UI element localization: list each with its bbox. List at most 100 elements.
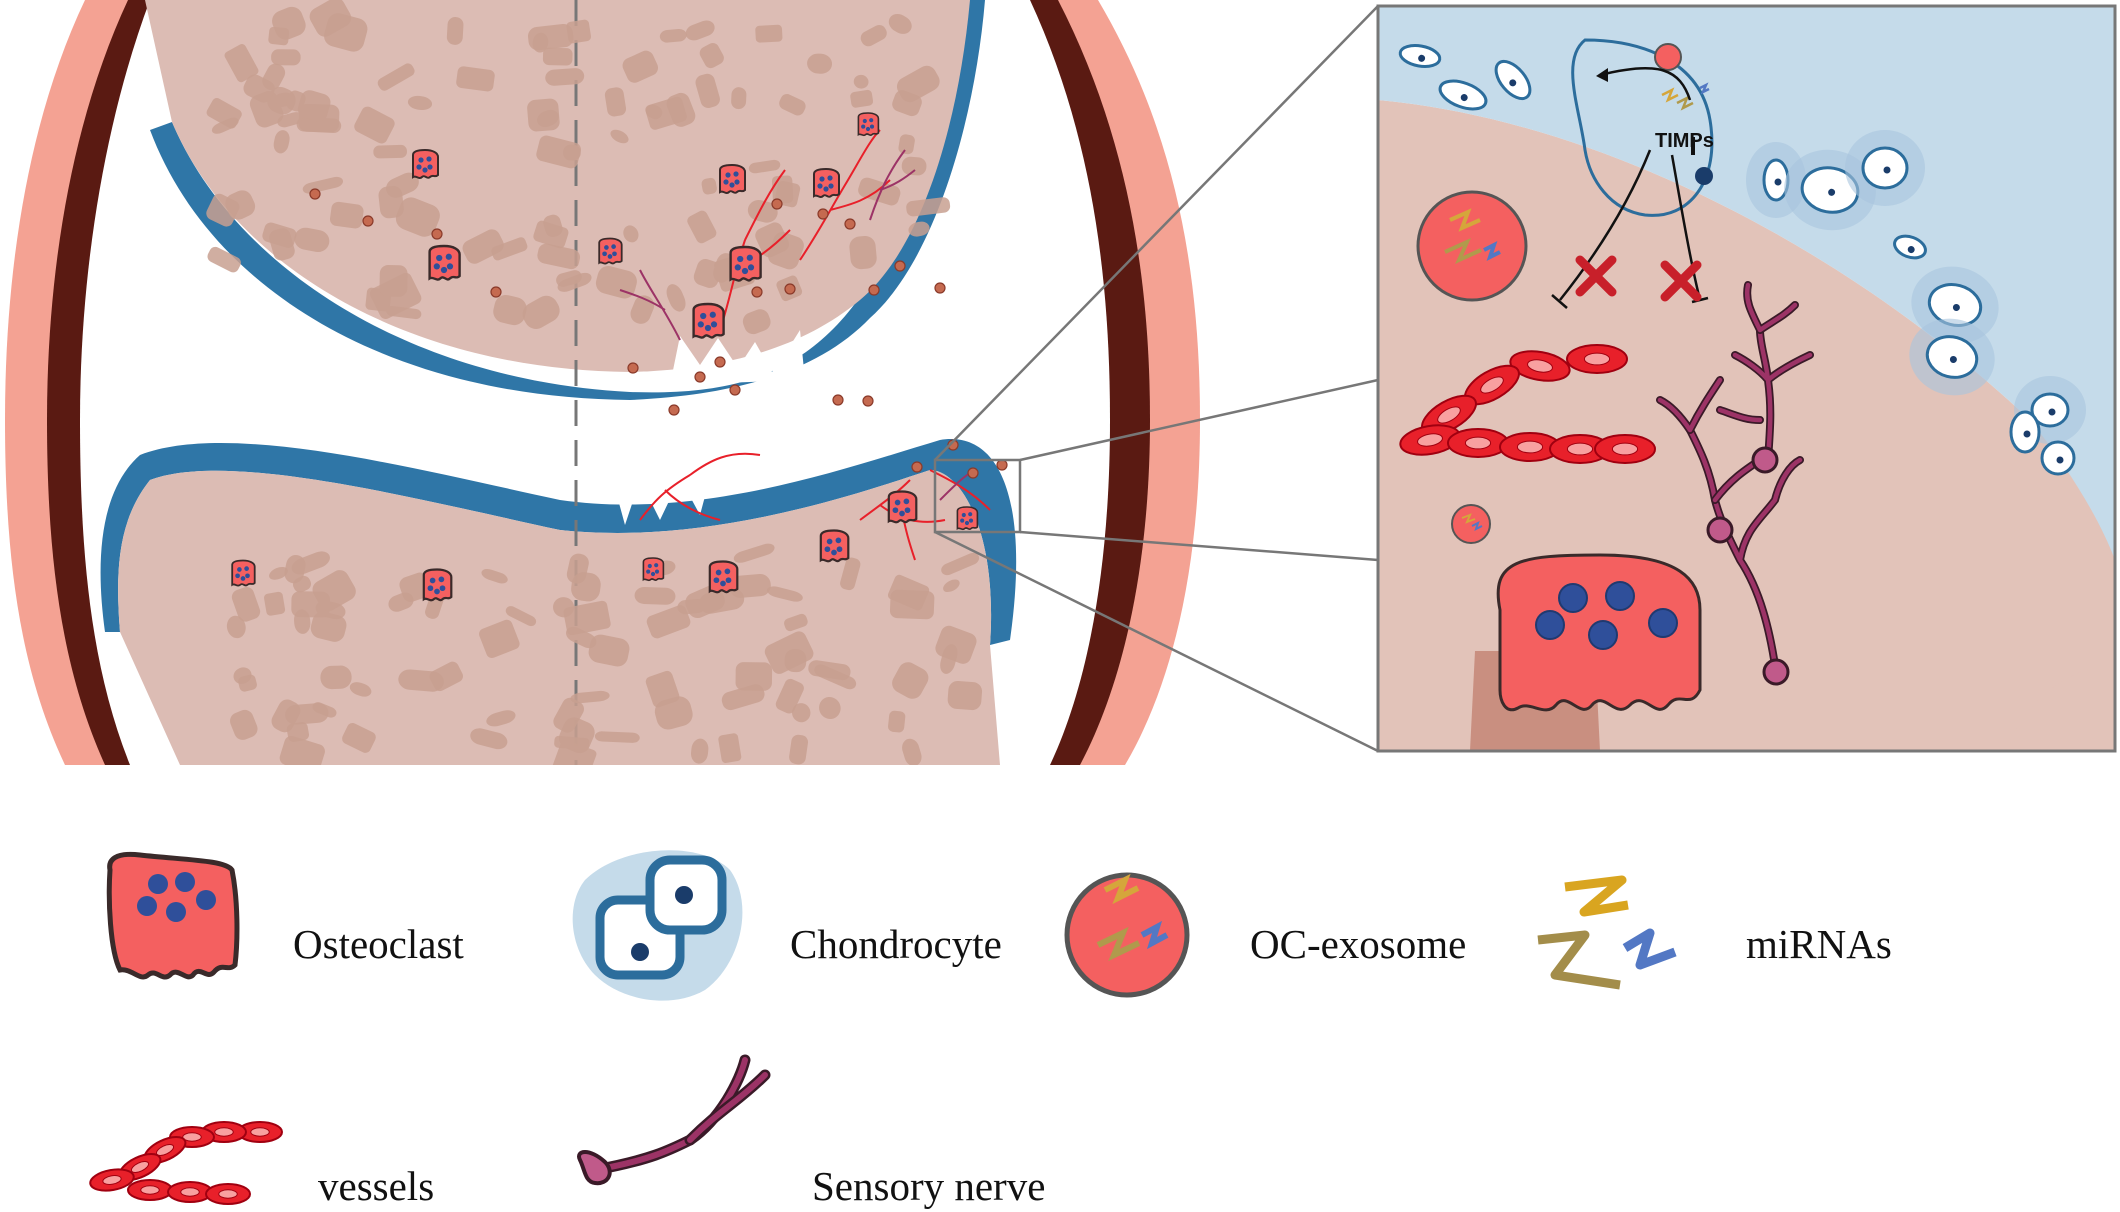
trabecula [386, 305, 422, 320]
nerve-fiber [1732, 327, 1813, 463]
exosome-dot [996, 459, 1008, 471]
legend-mirnas-icon [1537, 875, 1677, 990]
trabecula [407, 95, 433, 111]
block-cross-icon-1 [1575, 255, 1617, 297]
trabecula [721, 684, 765, 711]
trabecula [543, 214, 563, 238]
trabecula [373, 144, 407, 159]
block-cross-icon-2 [1660, 260, 1702, 302]
trabecula [623, 225, 639, 243]
osteoclast-cell [412, 148, 439, 179]
legend-vessels-label: vessels [318, 1163, 434, 1209]
exosome-dot [894, 260, 906, 272]
trabecula [570, 690, 610, 704]
trabecula [273, 130, 290, 154]
exosome-dot [911, 461, 923, 473]
trabecula [755, 24, 783, 43]
bone-exosome-dots [309, 164, 1008, 479]
trabecula [654, 696, 693, 730]
trabecula [747, 200, 778, 223]
inhibition-line-vessels [1559, 149, 1652, 301]
legend-chondrocyte-icon [572, 850, 743, 1001]
trabecula [320, 665, 352, 690]
vessel-cell [1566, 344, 1628, 374]
trabecula [268, 26, 290, 46]
trabecula [342, 722, 376, 753]
trabecula [312, 570, 356, 611]
trabecula [398, 669, 444, 692]
trabecula [243, 74, 275, 103]
exosome-dot [694, 371, 706, 383]
bone-osteoclasts [231, 112, 979, 602]
trabecula [269, 566, 288, 580]
bone-trabeculae [206, 0, 983, 765]
timps-label: TIMPs [1655, 130, 1714, 152]
trabecula [505, 606, 537, 627]
trabecula [349, 682, 372, 697]
trabecula [766, 586, 803, 602]
trabecula [545, 68, 585, 86]
trabecula [779, 94, 806, 116]
trabecula [588, 634, 630, 667]
trabecula [446, 17, 464, 45]
vessel-cell [1594, 434, 1656, 464]
trabecula [594, 731, 640, 743]
osteoclast-cell [819, 529, 850, 563]
legend-oc-exosome-icon [1064, 872, 1190, 998]
inset-bone-corner [2005, 665, 2115, 751]
trabecula [735, 662, 773, 691]
exosome-dot [784, 283, 796, 295]
trabecula [791, 703, 811, 723]
lower-cartilage [100, 439, 1017, 645]
trabecula [646, 605, 691, 639]
legend: Osteoclast Chondrocyte OC-exosome miRNAs… [89, 850, 1892, 1209]
legend-vessels-icon [89, 1121, 283, 1205]
nerve-branch [869, 149, 916, 221]
inset-chondrocytes [1398, 44, 2086, 476]
trabecula [486, 710, 516, 727]
trabecula [819, 696, 841, 720]
timps-exosome-dot [1654, 43, 1682, 71]
trabecula [527, 98, 560, 132]
osteoclast-cell [598, 237, 623, 265]
legend-osteoclast-icon [106, 851, 240, 980]
zoom-connector-2 [1019, 530, 1379, 562]
trabecula [850, 89, 874, 108]
chondrocyte-cell [1438, 79, 1488, 111]
trabecula [238, 674, 257, 692]
zoom-connector-1 [1019, 378, 1379, 462]
trabecula [892, 662, 929, 699]
exosome-dot [309, 188, 321, 200]
trabecula [565, 626, 597, 649]
inset-osteoclast [1470, 553, 1702, 751]
trabecula [230, 709, 258, 740]
trabecula [563, 600, 611, 636]
vessel-cell [1447, 428, 1509, 458]
trabecula [552, 597, 575, 618]
trabecula [470, 728, 508, 750]
trabecula [748, 159, 781, 174]
trabecula [542, 47, 573, 66]
trabecula [849, 235, 877, 270]
chondrocyte-cell [2009, 410, 2041, 454]
osteoclast-cell [857, 112, 880, 137]
trabecula [329, 201, 364, 229]
trabecula [481, 568, 508, 584]
trabecula [395, 197, 440, 237]
trabecula [685, 20, 715, 41]
osteoclast-cell [719, 163, 746, 194]
trabecula [888, 13, 912, 34]
legend-sensory-nerve-icon [577, 1054, 771, 1186]
trabecula [840, 557, 861, 591]
trabecula [294, 227, 330, 253]
exosome-dot [729, 384, 741, 396]
trabecula [940, 644, 958, 674]
exosome-dot [934, 282, 946, 294]
trabecula [691, 738, 709, 764]
upper-cartilage-erosion [670, 330, 805, 385]
lower-cartilage-erosion-2 [610, 470, 712, 525]
trabecula [789, 734, 809, 765]
inset-sensory-nerves [1656, 281, 1814, 686]
trabecula [297, 90, 331, 122]
